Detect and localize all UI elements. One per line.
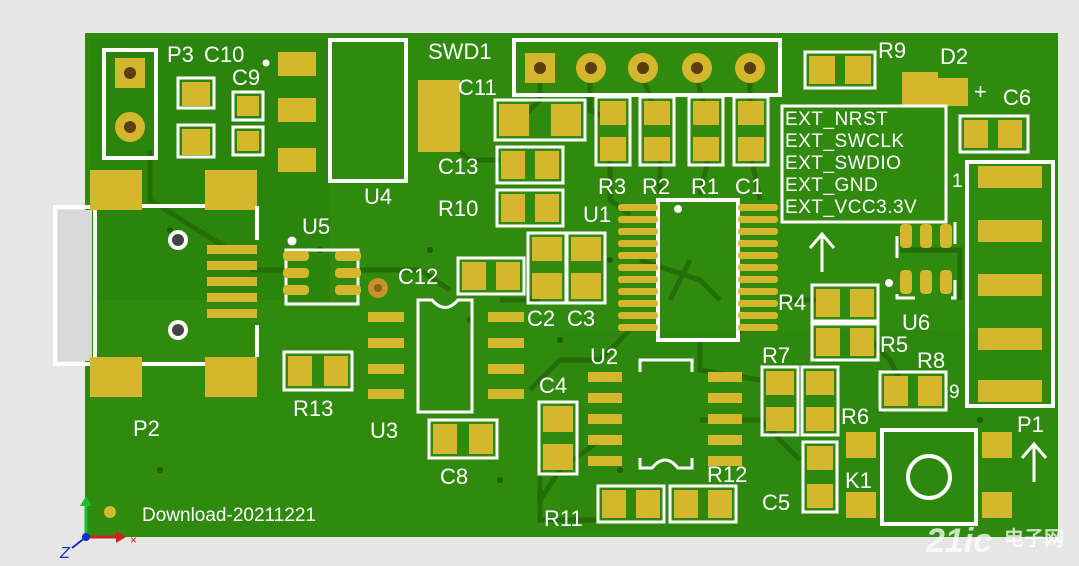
swd1-pads	[525, 53, 765, 83]
designator-p3: P3	[167, 42, 194, 67]
designator-r6: R6	[841, 404, 870, 429]
ext-label-vcc: EXT_VCC3.3V	[785, 197, 918, 218]
usb-silk	[142, 204, 259, 366]
c5-pads	[801, 440, 839, 514]
usb-connector-outline	[53, 205, 97, 366]
r3-r2-r1-c1-pads	[594, 95, 770, 167]
r8-pads	[878, 370, 948, 412]
c11-pads	[493, 98, 587, 142]
arrow-up-icon	[808, 231, 836, 272]
usb-connector-body	[58, 210, 92, 361]
designator-c13: C13	[438, 154, 479, 179]
axis-gizmo: ×	[71, 496, 137, 549]
p1-pads	[978, 166, 1042, 402]
designator-r4: R4	[778, 290, 807, 315]
designator-r1: R1	[691, 174, 720, 199]
p3-hole-1	[124, 67, 136, 79]
via-hole	[374, 284, 382, 292]
ext-label-box	[780, 104, 948, 224]
polarity-plus: +	[974, 79, 987, 104]
designator-c6: C6	[1003, 85, 1032, 110]
designator-r12: R12	[707, 462, 748, 487]
designator-u1: U1	[583, 202, 612, 227]
r9-d2-c6-pads	[803, 50, 1030, 154]
p3-hole-2	[124, 121, 136, 133]
axis-z-label: Z	[60, 545, 70, 562]
u4-outline	[328, 38, 408, 183]
r13-pads	[282, 350, 354, 392]
designator-swd1: SWD1	[428, 39, 492, 64]
ext-label-swclk: EXT_SWCLK	[785, 131, 905, 152]
designator-c1: C1	[735, 174, 764, 199]
u4-tab-pad	[418, 80, 460, 152]
u1-pins	[618, 204, 778, 331]
c10-c9-area	[176, 52, 316, 172]
c2-c3-pads	[526, 231, 607, 305]
c8-pads	[427, 418, 499, 460]
arrow-up-icon	[1020, 441, 1048, 482]
designator-c3: C3	[567, 306, 596, 331]
designator-c5: C5	[762, 490, 791, 515]
designator-p2: P2	[133, 416, 160, 441]
k1-switch	[846, 428, 1012, 526]
c4-pads	[537, 400, 579, 476]
designator-r10: R10	[438, 196, 479, 221]
c13-r10-pads	[495, 145, 565, 228]
p1-outline	[965, 160, 1055, 408]
pin-1-marker: 1	[952, 171, 963, 192]
fiducial	[104, 506, 116, 518]
usb-pads	[90, 170, 257, 397]
watermark-site: 电子网	[1004, 528, 1064, 550]
designator-c2: C2	[527, 306, 556, 331]
r4-r5-pads	[810, 283, 880, 362]
designator-r2: R2	[642, 174, 671, 199]
designator-d2: D2	[940, 44, 969, 69]
c12-pads	[456, 256, 526, 296]
designator-r8: R8	[917, 348, 946, 373]
designator-r11: R11	[544, 506, 583, 531]
designator-c4: C4	[539, 373, 568, 398]
r11-r12-pads	[596, 484, 738, 524]
designator-r9: R9	[878, 38, 907, 63]
swd1-outline	[512, 38, 782, 97]
designator-c11: C11	[458, 75, 497, 100]
p3-outline	[102, 48, 158, 160]
designator-r5: R5	[880, 332, 909, 357]
u1-outline	[656, 198, 740, 342]
usb-hole	[172, 234, 184, 246]
u1-pin1-dot	[674, 205, 682, 213]
board-version-text: Download-20211221	[142, 505, 316, 526]
designator-r7: R7	[762, 343, 791, 368]
u2-package	[588, 358, 742, 470]
designator-u5: U5	[302, 214, 331, 239]
designator-c10: C10	[204, 42, 245, 67]
designator-c9: C9	[232, 65, 261, 90]
designator-u6: U6	[902, 310, 931, 335]
u3-package	[368, 298, 524, 414]
watermark-brand: 21ic	[926, 522, 993, 560]
designator-u4: U4	[364, 184, 393, 209]
usb-hole	[172, 324, 184, 336]
designator-p1: P1	[1017, 412, 1044, 437]
designator-r13: R13	[293, 396, 334, 421]
designator-u2: U2	[590, 344, 619, 369]
ext-label-swdio: EXT_SWDIO	[785, 153, 902, 174]
ext-label-nrst: EXT_NRST	[785, 109, 889, 130]
designator-c12: C12	[398, 264, 439, 289]
r7-r6-pads	[760, 365, 840, 437]
u5-package	[283, 236, 361, 306]
svg-text:×: ×	[130, 533, 137, 547]
designator-k1: K1	[845, 468, 872, 493]
ext-label-gnd: EXT_GND	[785, 175, 879, 196]
designator-u3: U3	[370, 418, 399, 443]
pin-9-marker: 9	[949, 382, 960, 403]
designator-r3: R3	[598, 174, 627, 199]
u6-package	[885, 220, 957, 300]
designator-c8: C8	[440, 464, 469, 489]
